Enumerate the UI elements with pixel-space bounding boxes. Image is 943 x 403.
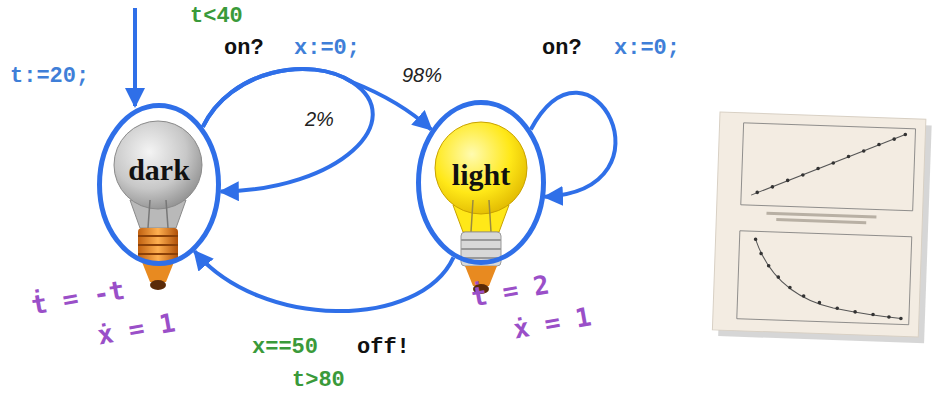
location-light: light	[416, 100, 546, 265]
location-name: light	[452, 158, 510, 191]
location-name: dark	[128, 153, 190, 186]
annotation: t>80	[290, 368, 347, 393]
transition-label: off!	[355, 335, 412, 360]
annotation: x:=0;	[292, 36, 362, 61]
annotation: x==50	[250, 335, 320, 360]
annotation: 2%	[303, 108, 336, 131]
location-dark: dark	[97, 103, 221, 266]
transition-label: on?	[540, 36, 584, 61]
location-ellipse	[419, 103, 544, 263]
annotation: 98%	[400, 64, 444, 87]
location-ellipse	[100, 106, 219, 264]
annotation: x:=0;	[612, 36, 682, 61]
transition-label: on?	[222, 36, 266, 61]
flow-equation: ẋ = 1	[509, 302, 595, 346]
annotation: t<40	[188, 4, 245, 29]
transition-arrow	[195, 251, 454, 311]
flow-equation: ṫ = -t	[27, 275, 129, 321]
annotation: t:=20;	[8, 64, 91, 89]
transition-arrow	[203, 69, 373, 192]
initial-arrow	[133, 8, 137, 106]
flow-equation: ẋ = 1	[93, 308, 179, 352]
plot-sheet	[712, 112, 932, 343]
